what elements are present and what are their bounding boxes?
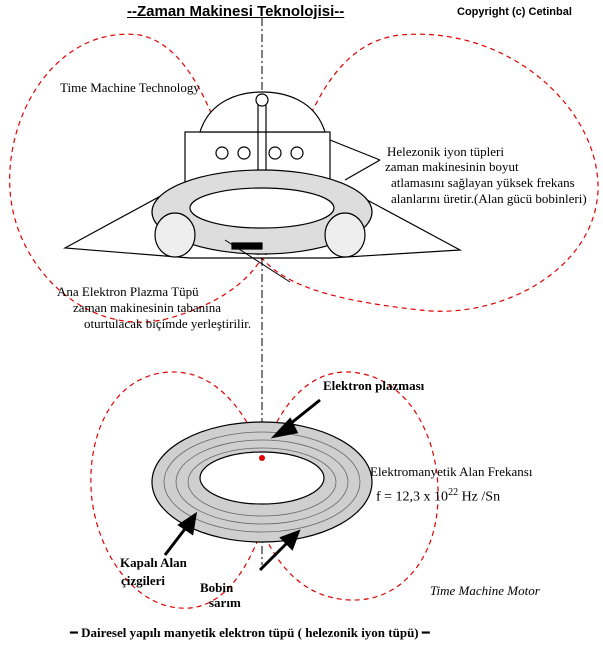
top-left-field-lobe — [9, 33, 263, 323]
plasma-note-line: zaman makinesinin tabanına — [73, 300, 222, 315]
bottom-left-field-lobe — [90, 371, 263, 609]
bottom-right-field-lobe — [261, 371, 439, 601]
plasma-note-line: oturtulacak biçimde yerleştirilir. — [84, 316, 252, 331]
caption-dash: ━ — [418, 625, 430, 640]
helix-note-line: zaman makinesinin boyut — [385, 159, 519, 174]
caption-text: Dairesel yapılı manyetik elektron tüpü (… — [81, 625, 419, 640]
electron-plasma-label: Elektron plazması — [323, 378, 425, 393]
helix-note-line: Helezonik iyon tüpleri — [387, 144, 504, 159]
page-title: --Zaman Makinesi Teknolojisi-- — [127, 3, 345, 20]
top-right-field-lobe — [261, 33, 599, 312]
closed-field-label: Kapalı Alan — [120, 555, 187, 570]
field-frequency-label: Elektromanyetik Alan Frekansı — [370, 464, 533, 479]
saucer-dome — [199, 91, 326, 133]
closed-field-label: çizgileri — [121, 573, 166, 588]
formula-unit: Hz /Sn — [461, 489, 501, 505]
pointer-arrows — [163, 398, 321, 572]
coil-windings — [163, 431, 361, 533]
time-machine-technology-heading: Time Machine Technology — [60, 80, 200, 95]
formula-base: f = 12,3 x 10 — [376, 489, 449, 505]
plasma-pointer — [224, 239, 291, 283]
frequency-formula: f = 12,3 x 1022 Hz /Sn — [376, 485, 500, 505]
dome-antenna — [255, 93, 269, 107]
magnetic-field-lines — [9, 33, 599, 609]
formula-exponent: 22 — [448, 487, 459, 498]
plasma-note-line: Ana Elektron Plazma Tüpü — [57, 284, 199, 299]
helix-note-line: alanlarını üretir.(Alan gücü bobinleri) — [391, 191, 587, 206]
motor-label: Time Machine Motor — [430, 583, 540, 598]
coil-label: Bobin — [200, 580, 234, 595]
caption-dash: ━ — [70, 625, 82, 640]
motor-torus — [151, 421, 373, 543]
coil-label: sarım — [209, 595, 241, 610]
saucer-illustration — [62, 91, 463, 259]
copyright: Copyright (c) Cetinbal — [457, 6, 572, 18]
portholes — [215, 146, 304, 160]
caption: ━ Dairesel yapılı manyetik elektron tüpü… — [70, 625, 430, 640]
helix-note-line: atlamasını sağlayan yüksek frekans — [391, 175, 575, 190]
